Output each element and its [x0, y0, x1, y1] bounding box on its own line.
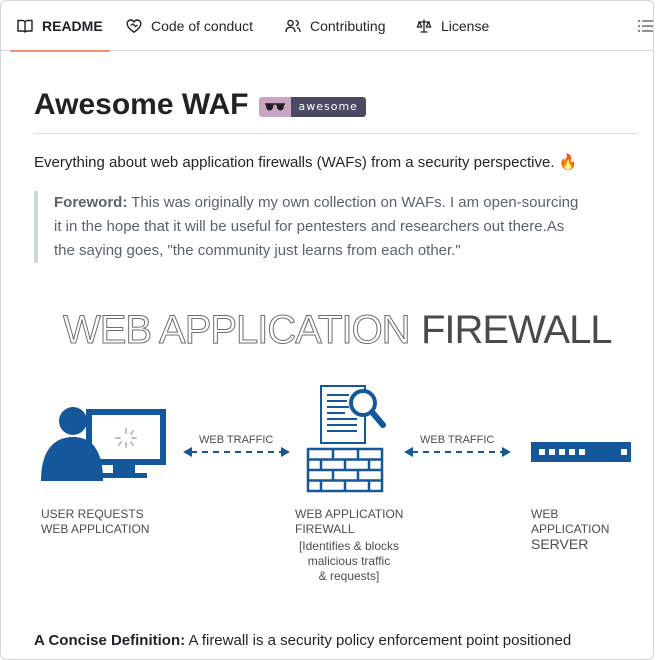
fire-emoji: 🔥: [558, 154, 578, 171]
code-of-conduct-icon: [126, 19, 142, 34]
tab-license-label: License: [441, 18, 490, 34]
tab-contributing[interactable]: Contributing: [285, 1, 386, 51]
firewall-icon: [306, 385, 386, 493]
heading-divider: [34, 133, 637, 134]
definition-label: A Concise Definition:: [34, 632, 186, 649]
awesome-badge-text: awesome: [290, 96, 366, 117]
web-traffic-arrow-left: WEB TRAFFIC: [183, 434, 290, 457]
diagram-title-bold: FIREWALL: [421, 308, 612, 352]
tab-readme[interactable]: README: [10, 1, 110, 52]
web-traffic-label-left: WEB TRAFFIC: [199, 434, 273, 446]
foreword-line-2: it in the hope that it will be useful fo…: [54, 218, 565, 235]
intro-sentence: Everything about web application firewal…: [34, 154, 555, 171]
foreword-blockquote: Foreword: This was originally my own col…: [34, 191, 614, 263]
intro-text: Everything about web application firewal…: [34, 153, 577, 173]
foreword-line-3: the saying goes, "the community just lea…: [54, 242, 461, 259]
tab-readme-label: README: [42, 18, 103, 34]
definition-text: A firewall is a security policy enforcem…: [188, 632, 572, 649]
tab-code-of-conduct[interactable]: Code of conduct: [126, 1, 253, 51]
book-icon: [17, 19, 33, 33]
waf-diagram-graphic: WEB APPLICATION FIREWALL: [41, 308, 633, 493]
page-title: Awesome WAF: [34, 88, 249, 121]
tab-license[interactable]: License: [416, 1, 489, 51]
definition-paragraph: A Concise Definition: A firewall is a se…: [34, 632, 571, 649]
readme-tabs: README Code of conduct Contributing Lice…: [1, 1, 653, 52]
web-traffic-arrow-right: WEB TRAFFIC: [404, 434, 511, 457]
sunglasses-icon: [258, 96, 291, 117]
law-scale-icon: [416, 19, 432, 33]
people-icon: [285, 19, 301, 33]
tab-contributing-label: Contributing: [310, 18, 386, 34]
web-traffic-label-right: WEB TRAFFIC: [420, 434, 494, 446]
foreword-label: Foreword:: [54, 194, 128, 211]
readme-heading: Awesome WAF awesome: [34, 85, 366, 125]
diagram-title-light: WEB APPLICATION: [63, 308, 410, 352]
user-computer-icon: [41, 407, 166, 481]
foreword-line-1: This was originally my own collection on…: [131, 194, 579, 211]
tab-code-of-conduct-label: Code of conduct: [151, 18, 253, 34]
awesome-badge[interactable]: awesome: [258, 96, 366, 117]
waf-diagram: WEB APPLICATION FIREWALL: [31, 291, 633, 601]
server-icon: [531, 442, 633, 462]
list-icon[interactable]: [637, 18, 653, 34]
loading-spinner-icon: [115, 428, 137, 448]
